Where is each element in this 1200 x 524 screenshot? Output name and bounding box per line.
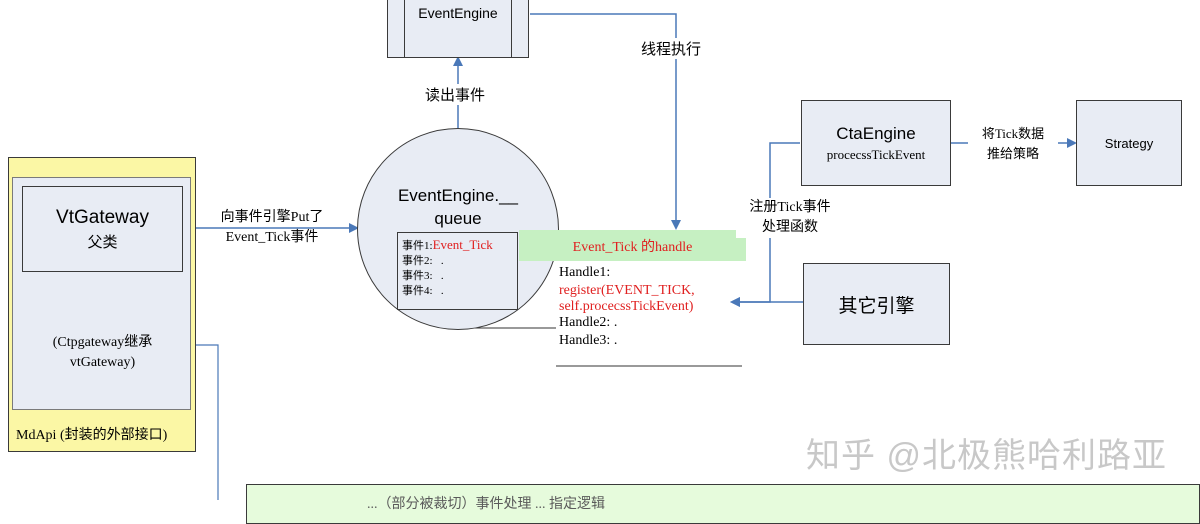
pass-tick-line1: 将Tick数据	[981, 126, 1045, 141]
event-row-label: 事件3:	[402, 270, 433, 282]
register-tick-line2: 处理函数	[762, 220, 818, 235]
pass-tick-line2: 推给策略	[986, 146, 1039, 161]
vtgateway-box: VtGateway 父类	[22, 186, 183, 272]
event-row-label: 事件1:	[402, 240, 433, 252]
event-engine-box: EventEngine	[387, 0, 529, 58]
handle-bar-label: Event_Tick 的handle	[572, 239, 693, 255]
read-event-label: 读出事件	[425, 84, 486, 105]
event-engine-inner-right	[511, 0, 512, 57]
thread-exec-label: 线程执行	[641, 38, 702, 59]
handle-1: Handle1:	[559, 265, 611, 280]
handle-3: Handle3: .	[559, 333, 618, 348]
event-row-value: .	[440, 270, 444, 282]
event-row: 事件3: .	[402, 269, 517, 284]
event-row-value: .	[440, 285, 444, 297]
handle-1-code-line1: register(EVENT_TICK,	[559, 283, 695, 298]
other-engine-box: 其它引擎	[803, 263, 950, 345]
put-event-label: 向事件引擎Put了 Event_Tick事件	[207, 208, 337, 248]
queue-title: EventEngine.__ queue	[370, 184, 546, 230]
event-row-label: 事件4:	[402, 285, 433, 297]
mdapi-label: MdApi (封装的外部接口)	[16, 428, 168, 443]
other-engine-label: 其它引擎	[838, 295, 915, 317]
cta-engine-title: CtaEngine	[836, 123, 916, 143]
handle-2: Handle2: .	[559, 315, 618, 330]
event-row-label: 事件2:	[402, 255, 433, 267]
handle-list: Handle1: register(EVENT_TICK, self.proce…	[559, 265, 695, 349]
event-engine-inner-left	[404, 0, 405, 57]
register-tick-line1: 注册Tick事件	[749, 200, 831, 215]
put-event-line2: Event_Tick事件	[225, 230, 319, 245]
event-row: 事件2: .	[402, 254, 517, 269]
bottom-note-text: ...（部分被裁切）事件处理 ... 指定逻辑	[367, 497, 605, 512]
cta-engine-box: CtaEngine procecssTickEvent	[801, 100, 951, 186]
ctp-gateway-line1: (Ctpgateway继承	[52, 335, 153, 350]
event-list: 事件1:Event_Tick 事件2: . 事件3: . 事件4: .	[397, 232, 518, 310]
bottom-note-box: ...（部分被裁切）事件处理 ... 指定逻辑	[246, 484, 1200, 524]
event-engine-label: EventEngine	[418, 5, 498, 21]
strategy-label: Strategy	[1104, 135, 1154, 151]
handle-1-code-line2: self.procecssTickEvent)	[559, 299, 694, 314]
event-row-value: .	[440, 255, 444, 267]
ctp-gateway-line2: vtGateway)	[69, 355, 136, 370]
watermark: 知乎 @北极熊哈利路亚	[806, 437, 1167, 475]
put-event-line1: 向事件引擎Put了	[220, 210, 324, 225]
register-tick-label: 注册Tick事件 处理函数	[736, 198, 844, 238]
event-row: 事件1:Event_Tick	[402, 237, 517, 254]
vtgateway-sub: 父类	[87, 234, 118, 251]
strategy-box: Strategy	[1076, 100, 1182, 186]
queue-title-line1: EventEngine.__	[397, 186, 519, 205]
ctp-gateway-label: (Ctpgateway继承 vtGateway)	[22, 333, 183, 373]
pass-tick-label: 将Tick数据 推给策略	[968, 124, 1058, 164]
event-row-value: Event_Tick	[432, 237, 493, 252]
queue-title-line2: queue	[434, 209, 482, 228]
handle-bar: Event_Tick 的handle	[519, 230, 746, 261]
thread-exec-line	[530, 13, 681, 230]
vtgateway-title: VtGateway	[56, 206, 149, 228]
cta-engine-sub: procecssTickEvent	[826, 146, 926, 162]
event-row: 事件4: .	[402, 284, 517, 299]
